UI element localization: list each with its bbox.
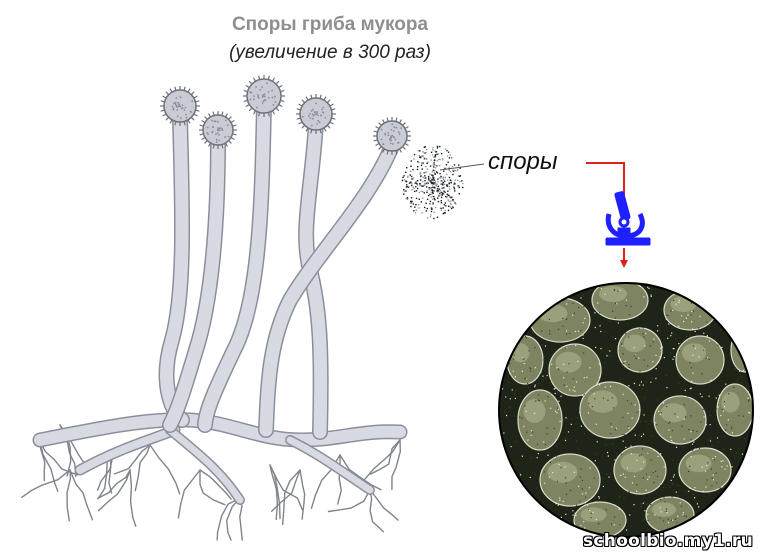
sporangium-head xyxy=(199,111,237,149)
sporangium-head xyxy=(373,117,411,155)
sporangiophores xyxy=(167,104,392,432)
mycelium-base xyxy=(40,420,400,500)
spores-label: споры xyxy=(488,148,558,176)
magnified-spores-view xyxy=(499,280,759,538)
sporangia-heads xyxy=(160,75,411,155)
sporangium-head xyxy=(160,86,200,126)
sporangium-head xyxy=(296,94,336,134)
diagram-title: Споры гриба мукора xyxy=(150,14,510,36)
diagram-subtitle: (увеличение в 300 раз) xyxy=(150,42,510,64)
site-watermark: schoolbio.my1.ru xyxy=(583,531,753,551)
sporangium-head xyxy=(243,75,285,117)
microscope-icon xyxy=(606,191,650,245)
spore-cloud xyxy=(402,146,464,219)
